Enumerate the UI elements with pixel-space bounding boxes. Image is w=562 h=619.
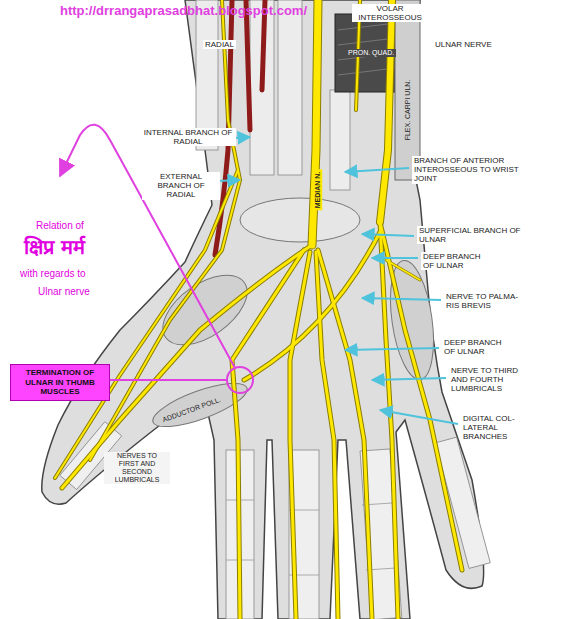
nerve-label: BRANCH OF ANTERIOR INTEROSSEOUS TO WRIST… [412, 156, 544, 184]
nerve-label: DIGITAL COL- LATERAL BRANCHES [461, 414, 543, 442]
nerve-label: NERVE TO THIRD AND FOURTH LUMBRICALS [449, 366, 535, 394]
nerve-label: DEEP BRANCH OF ULNAR [421, 252, 491, 270]
callout-text: TERMINATION OF ULNAR IN THUMB MUSCLES [15, 368, 105, 397]
nerve-label: SUPERFICIAL BRANCH OF ULNAR [417, 226, 546, 244]
nerve-label: INTERNAL BRANCH OF RADIAL [140, 128, 236, 146]
muscle-label: ADDUCTOR POLL. [160, 395, 224, 425]
hand-outline [42, 0, 484, 619]
annotation-text: Relation of [36, 220, 84, 232]
annotation-title: क्षिप्र मर्म [24, 236, 85, 259]
nerve-label: NERVES TO FIRST AND SECOND LUMBRICALS [104, 452, 170, 484]
nerve-label: DEEP BRANCH OF ULNAR [442, 338, 516, 356]
muscle-label: FLEX. CARPI ULN. [404, 78, 412, 143]
nerve-label: NERVE TO PALMA- RIS BREVIS [444, 292, 530, 310]
muscle-label: PRON. QUAD. [346, 49, 396, 57]
annotation-text: with regards to [20, 268, 86, 280]
annotation-marks [60, 125, 253, 393]
callout-box: TERMINATION OF ULNAR IN THUMB MUSCLES [10, 364, 110, 401]
nerve-label: VOLAR INTEROSSEOUS [352, 4, 428, 22]
nerve-label: MEDIAN N. [314, 170, 322, 211]
nerve-label: ULNAR NERVE [433, 40, 494, 49]
nerve-label: EXTERNAL BRANCH OF RADIAL [142, 172, 220, 200]
nerve-label: RADIAL [203, 40, 236, 49]
annotation-text: Ulnar nerve [38, 286, 90, 298]
watermark: http://drrangaprasadbhat.blogspot.com/ [60, 4, 307, 19]
